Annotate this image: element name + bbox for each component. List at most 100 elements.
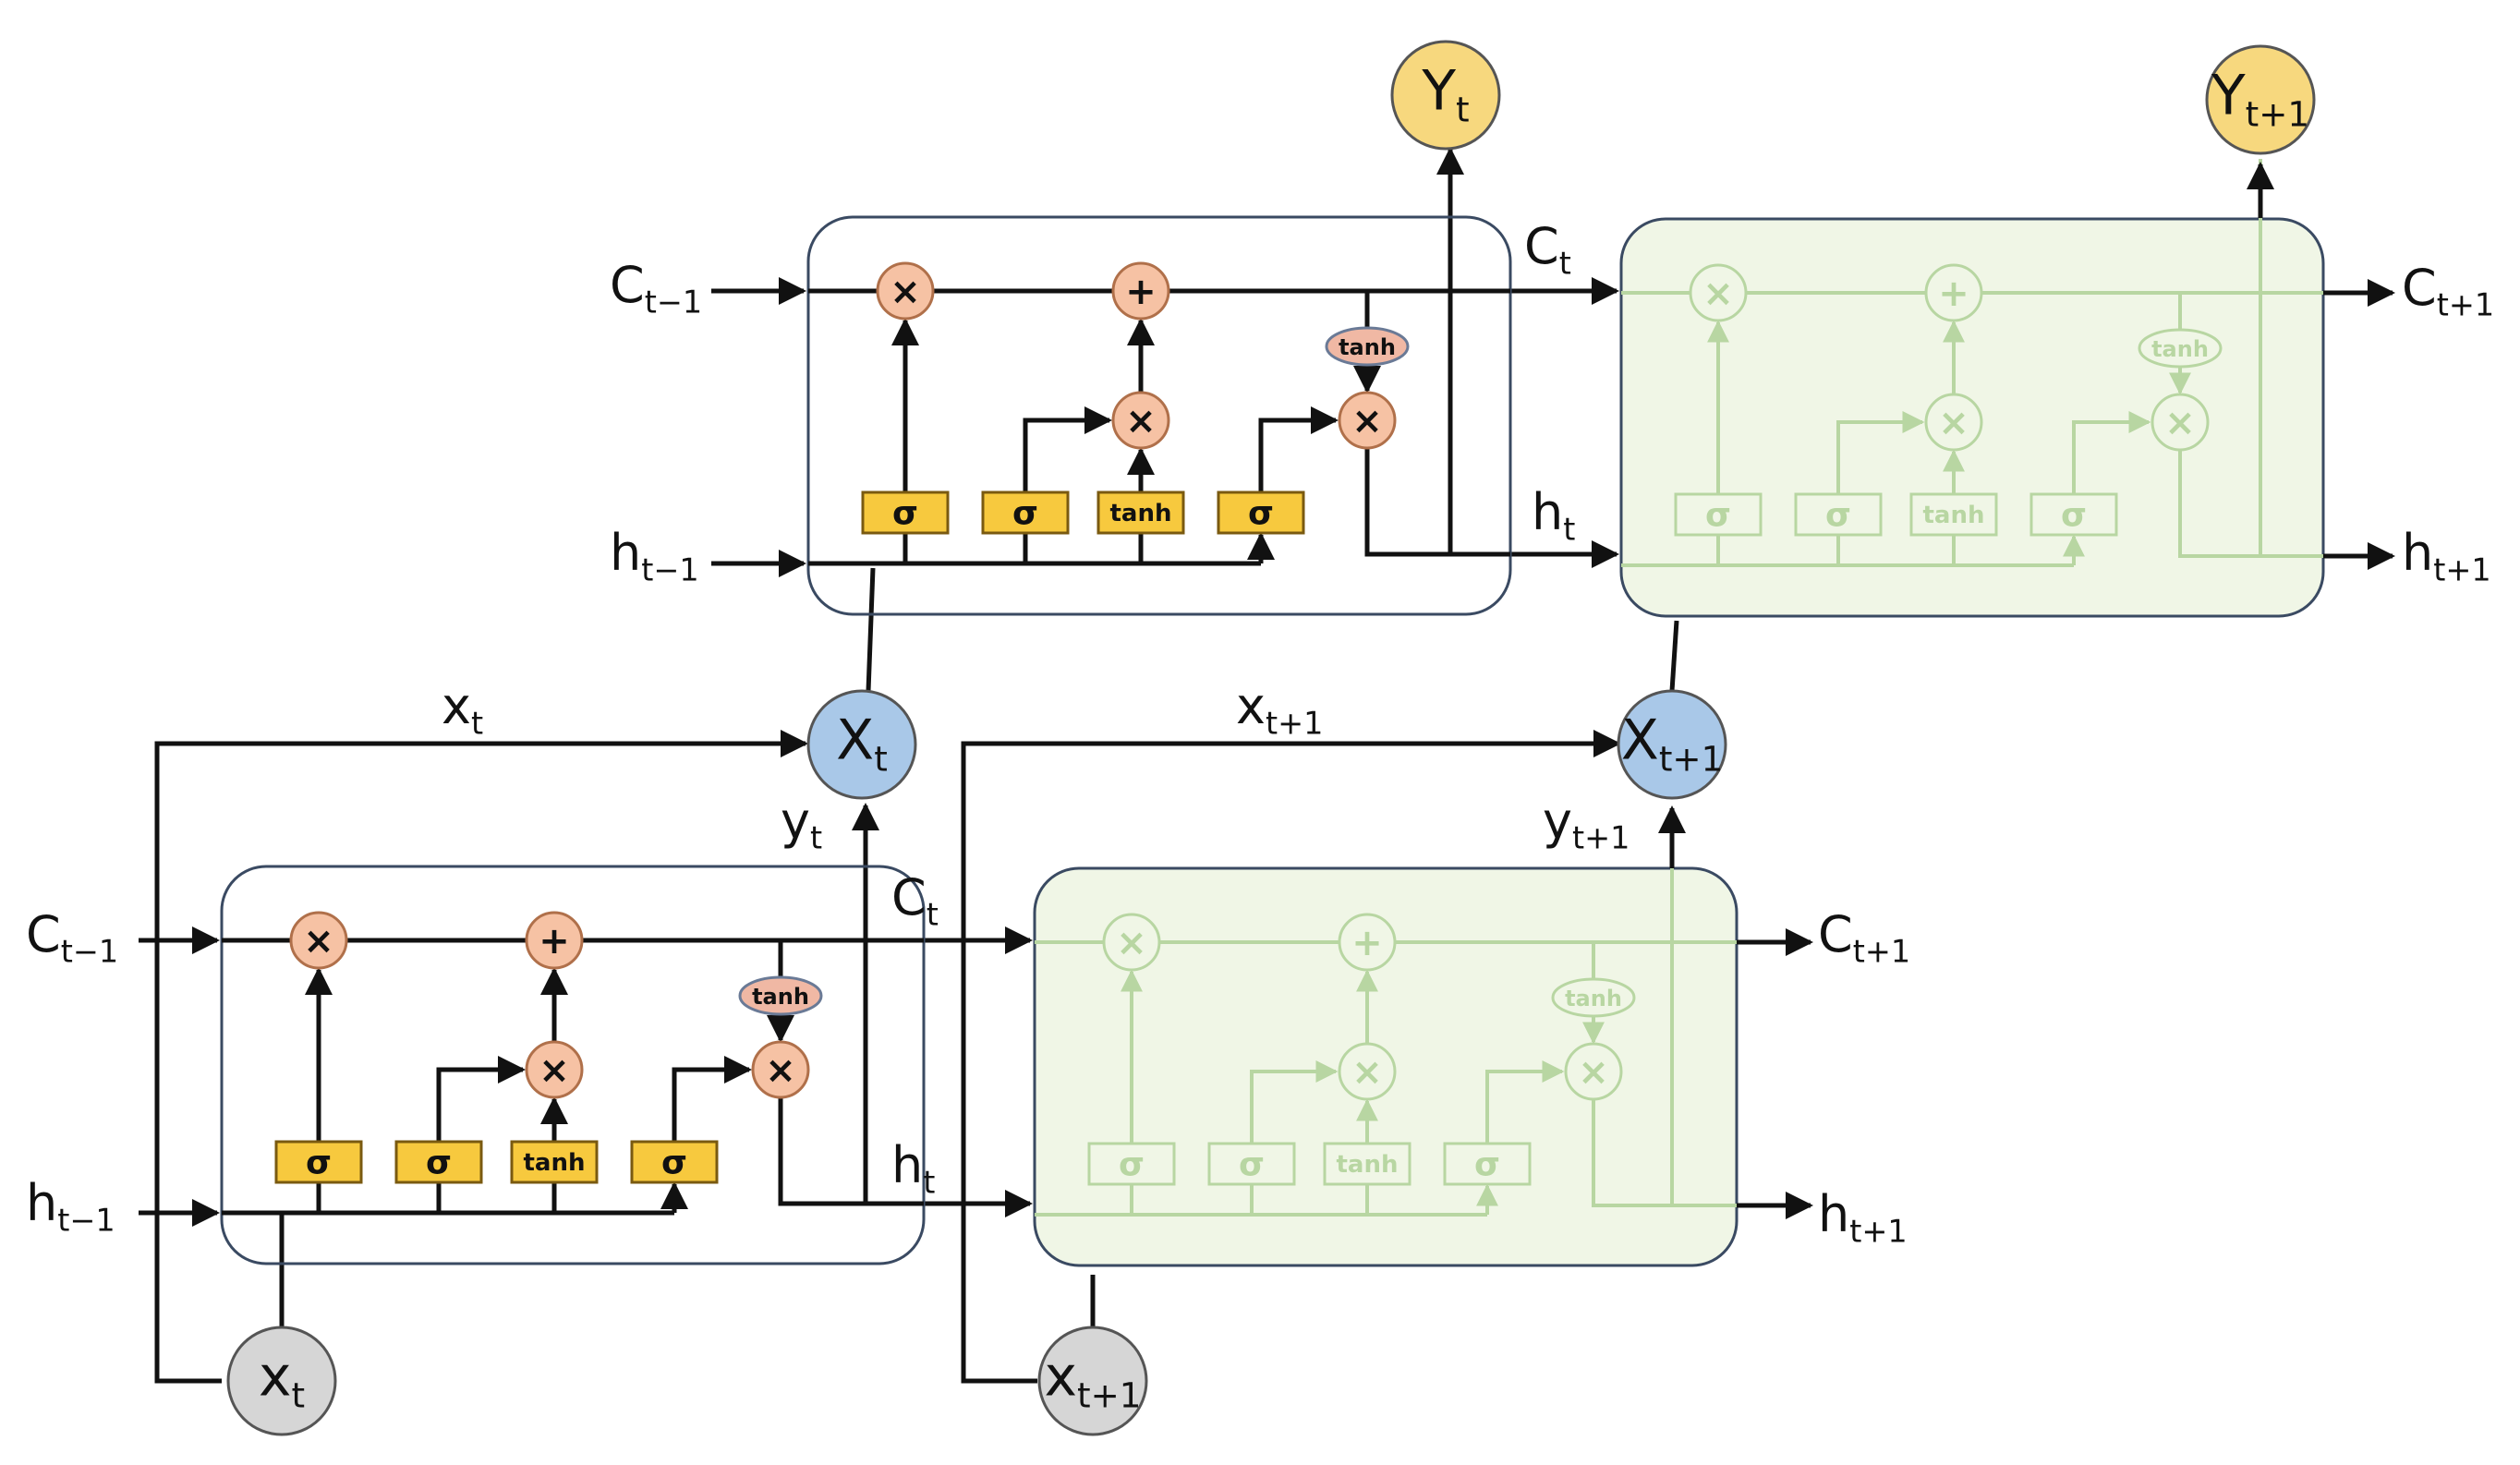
bottom-cell-2-ghost-input-gate <box>1207 1142 1296 1186</box>
bottom-c-in-label: Ct−1 <box>26 910 118 967</box>
top-cell-2-ghost-input-path <box>1836 411 1925 494</box>
input-xt-node-label-base: x <box>258 1344 292 1410</box>
io-nodes-layer <box>226 40 2316 1436</box>
bottom-cell-2-ghost-tanh-cell-symbol: tanh <box>1565 986 1622 1011</box>
top-cell-2-ghost-output-multiply-symbol: × <box>2164 402 2196 444</box>
top-cell-1-input-gate-symbol: σ <box>1012 495 1038 533</box>
bottom-c-mid-label: Ct <box>891 873 939 930</box>
xt-to-top-cell <box>866 567 876 692</box>
top-c-out-label: Ct+1 <box>2402 263 2494 321</box>
top-cell-1-forget-gate-symbol: σ <box>892 495 918 533</box>
out-yt-label: yt <box>781 796 822 854</box>
bottom-cell-2-ghost-candidate-gate <box>1323 1142 1411 1186</box>
bottom-cell-1-input-gate <box>394 1140 483 1184</box>
top-c-mid-label-base: C <box>1524 217 1559 275</box>
top-h-in-label: ht−1 <box>610 528 699 586</box>
top-cell-2-ghost-tanh-cell <box>2138 328 2223 369</box>
y-t-node-label: Yt <box>1422 63 1469 127</box>
bottom-cell-1-forget-multiply <box>289 911 348 970</box>
bottom-cell-2-ghost-candidate-gate-symbol: tanh <box>1337 1151 1399 1179</box>
top-h-out-label-base: h <box>2402 524 2434 582</box>
out-yt1-label-base: y <box>1543 792 1572 850</box>
x-t-node-label: Xt <box>836 712 888 776</box>
bottom-cell-2-ghost-output-gate <box>1443 1142 1532 1186</box>
bottom-cell-2-ghost-output-multiply-symbol: × <box>1578 1051 1609 1094</box>
y-t1-node-label: Yt+1 <box>2211 67 2309 131</box>
top-cell-1-input-path <box>1023 406 1112 492</box>
top-cell-2-ghost-output-gate <box>2029 492 2118 537</box>
top-cell-1-input-multiply <box>1111 391 1170 450</box>
top-cell-2-ghost-forget-multiply-symbol: × <box>1702 272 1734 315</box>
skip-connection-2 <box>961 730 1621 1384</box>
y-t1-node-label-base: Y <box>2211 63 2246 128</box>
x-t1-node-label-sub: t+1 <box>1658 738 1724 780</box>
input-xt-node-label-sub: t <box>291 1374 306 1416</box>
bottom-cell-2-ghost-forget-multiply <box>1102 913 1161 972</box>
top-c-mid-label-sub: t <box>1558 245 1571 282</box>
bottom-cell-1-hidden-out <box>778 1097 924 1206</box>
top-cell-1-output-multiply <box>1338 391 1397 450</box>
x-t1-node-label-base: X <box>1620 708 1659 773</box>
out-yt1-label-sub: t+1 <box>1571 819 1630 856</box>
skip-xt-label-sub: t <box>470 705 484 742</box>
bottom-c-out-label: Ct+1 <box>1818 910 1910 967</box>
bottom-cell-1-output-gate-symbol: σ <box>661 1144 687 1182</box>
bottom-h-in-label: ht−1 <box>26 1179 115 1236</box>
y-t1-node <box>2205 44 2316 155</box>
top-cell-1-candidate-gate <box>1096 490 1185 535</box>
top-h-in-label-sub: t−1 <box>641 551 699 588</box>
top-c-in-label: Ct−1 <box>610 260 702 318</box>
top-c-in-label-base: C <box>610 256 645 314</box>
bottom-cell-2-ghost-cell-add-symbol: + <box>1351 922 1383 964</box>
top-cell-2-ghost-output-path <box>2072 411 2151 494</box>
top-h-mid-label-base: h <box>1532 483 1564 541</box>
bottom-cell-1-candidate-gate-symbol: tanh <box>524 1149 586 1177</box>
bottom-c-in-label-sub: t−1 <box>60 933 119 970</box>
top-h-mid-label-sub: t <box>1563 511 1576 548</box>
top-h-mid-label: ht <box>1532 488 1575 545</box>
top-cell-1-box <box>806 215 1512 616</box>
x-t1-node-label: Xt+1 <box>1621 712 1724 776</box>
top-cell-1-tanh-cell-symbol: tanh <box>1339 334 1396 360</box>
x-t-node <box>806 689 917 800</box>
input-xt1-node <box>1037 1326 1148 1436</box>
bottom-cell-1-tanh-cell-symbol: tanh <box>752 984 809 1010</box>
bottom-cell-1-input-gate-symbol: σ <box>426 1144 452 1182</box>
skip-xt1-label: xt+1 <box>1236 682 1323 739</box>
bottom-cell-2-ghost-input-path <box>1250 1060 1339 1144</box>
bottom-cell-1-output-gate <box>630 1140 719 1184</box>
bottom-cell-1-cell-add <box>525 911 584 970</box>
top-cell-1-candidate-gate-symbol: tanh <box>1110 500 1172 527</box>
top-cell-1-forget-multiply <box>876 261 935 321</box>
out-yt-label-sub: t <box>809 819 823 856</box>
top-cell-2-ghost-forget-gate-symbol: σ <box>1705 497 1731 535</box>
skip-xt-label: xt <box>442 682 483 739</box>
top-cell-2-ghost-output-gate-symbol: σ <box>2061 497 2087 535</box>
bottom-cell-2-ghost-tanh-cell <box>1551 977 1636 1018</box>
skip-xt1-label-sub: t+1 <box>1265 705 1324 742</box>
bottom-cell-2-ghost-input-multiply-symbol: × <box>1351 1051 1383 1094</box>
top-h-out-label: ht+1 <box>2402 528 2491 586</box>
top-cell-2-ghost-forget-multiply <box>1689 263 1748 322</box>
bottom-h-in-label-sub: t−1 <box>57 1202 115 1239</box>
top-cell-2-ghost-candidate-gate <box>1909 492 1998 537</box>
bottom-cell-1-tanh-cell <box>738 975 823 1016</box>
input-xt1-node-label: xt+1 <box>1045 1349 1142 1412</box>
bottom-cell-2-ghost-input-gate-symbol: σ <box>1239 1146 1265 1184</box>
bottom-cell-1-box <box>220 865 926 1265</box>
top-h-out-label-sub: t+1 <box>2433 551 2491 588</box>
bottom-cell-1-input-multiply-symbol: × <box>539 1049 570 1092</box>
y-t-node-label-base: Y <box>1422 58 1457 124</box>
bottom-c-out-label-sub: t+1 <box>1852 933 1911 970</box>
top-cell-2-ghost-forget-gate <box>1674 492 1763 537</box>
bottom-cell-1-cell-add-symbol: + <box>539 920 570 963</box>
top-h-in-label-base: h <box>610 524 642 582</box>
y-t-node-label-sub: t <box>1456 89 1470 130</box>
top-c-out-label-base: C <box>2402 259 2437 317</box>
bottom-cell-1-forget-multiply-symbol: × <box>303 920 334 963</box>
x-t-node-label-sub: t <box>874 738 888 780</box>
top-cell-1-input-multiply-symbol: × <box>1125 400 1157 442</box>
